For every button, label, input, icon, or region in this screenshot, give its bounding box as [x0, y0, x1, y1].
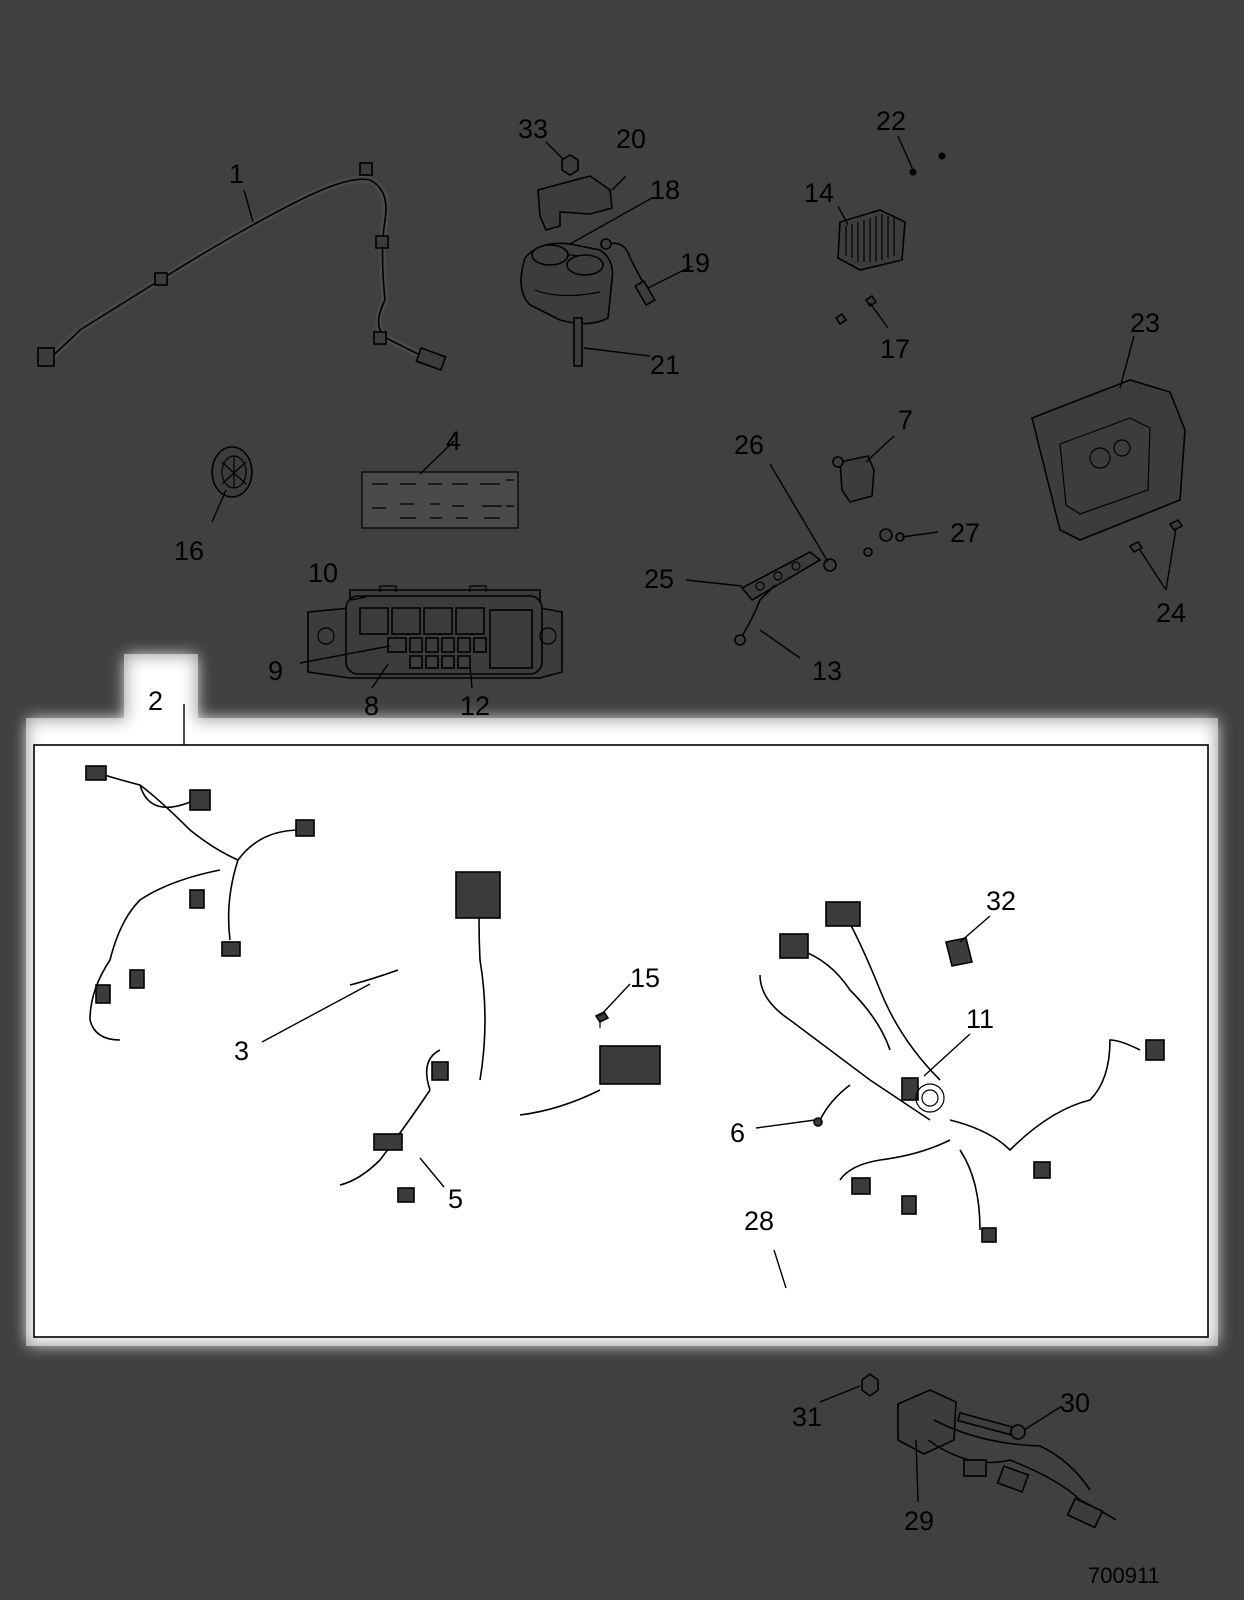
part-22-washers[interactable] — [909, 152, 946, 176]
callout-32: 32 — [986, 886, 1016, 916]
callout-2: 2 — [148, 686, 163, 716]
part-27-fasteners[interactable] — [863, 528, 905, 557]
callout-19: 19 — [680, 248, 710, 278]
part-30-bolt[interactable] — [956, 1411, 1026, 1440]
part-1-sub-harness[interactable] — [37, 162, 447, 372]
part-31-nut[interactable] — [861, 1373, 879, 1397]
callout-9: 9 — [268, 656, 283, 686]
callout-13: 13 — [812, 656, 842, 686]
part-16-grommet[interactable] — [211, 446, 253, 498]
part-3-tie[interactable] — [349, 969, 399, 986]
callout-30: 30 — [1060, 1388, 1090, 1418]
leader-lines — [183, 135, 1177, 1503]
callout-4: 4 — [446, 426, 461, 456]
callout-22: 22 — [876, 106, 906, 136]
part-19-lead[interactable] — [600, 238, 656, 307]
callout-5: 5 — [448, 1184, 463, 1214]
part-23-ecu[interactable] — [1031, 379, 1186, 541]
part-15-screw[interactable] — [594, 1010, 610, 1028]
callout-10: 10 — [308, 558, 338, 588]
part-26-nut[interactable] — [823, 558, 837, 572]
part-9-fuse[interactable] — [387, 637, 407, 653]
callout-1: 1 — [229, 159, 244, 189]
callout-29: 29 — [904, 1506, 934, 1536]
callout-3: 3 — [234, 1036, 249, 1066]
part-4-fuse-label[interactable] — [361, 471, 519, 529]
part-21-bolt[interactable] — [573, 317, 583, 367]
part-33-nut[interactable] — [561, 154, 579, 176]
callout-12: 12 — [460, 691, 490, 721]
callout-16: 16 — [174, 536, 204, 566]
callout-20: 20 — [616, 124, 646, 154]
callout-23: 23 — [1130, 308, 1160, 338]
callout-14: 14 — [804, 178, 834, 208]
part-14-regulator[interactable] — [837, 209, 906, 271]
callout-15: 15 — [630, 963, 660, 993]
part-2-main-harness-frame[interactable] — [33, 744, 1209, 1338]
callout-17: 17 — [880, 334, 910, 364]
callout-27: 27 — [950, 518, 980, 548]
callout-31: 31 — [792, 1402, 822, 1432]
callouts: 1 2 3 4 5 6 7 8 9 10 11 12 13 14 15 16 1… — [148, 106, 1186, 1536]
part-18-ignition-coil[interactable] — [520, 242, 614, 325]
callout-26: 26 — [734, 430, 764, 460]
part-12-fuses[interactable] — [409, 609, 533, 669]
callout-24: 24 — [1156, 598, 1186, 628]
callout-28: 28 — [744, 1206, 774, 1236]
callout-18: 18 — [650, 175, 680, 205]
callout-6: 6 — [730, 1118, 745, 1148]
part-13-ground-wire[interactable] — [734, 584, 776, 646]
figure-id: 700911 — [1088, 1563, 1160, 1588]
part-17-screws[interactable] — [834, 294, 878, 326]
part-2-main-harness[interactable] — [85, 765, 1165, 1296]
part-8-relays[interactable] — [359, 607, 485, 635]
part-7-relay[interactable] — [832, 455, 875, 503]
callout-11: 11 — [966, 1004, 994, 1034]
part-25-terminal-block[interactable] — [740, 551, 822, 602]
part-24-screws[interactable] — [1128, 518, 1184, 554]
part-29-module[interactable] — [897, 1389, 1117, 1529]
callout-8: 8 — [364, 691, 379, 721]
part-32-connector[interactable] — [945, 937, 973, 967]
callout-25: 25 — [644, 564, 674, 594]
callout-21: 21 — [650, 350, 680, 380]
callout-7: 7 — [898, 405, 913, 435]
part-20-bracket[interactable] — [537, 175, 613, 231]
callout-33: 33 — [518, 114, 548, 144]
part-6-ground[interactable] — [813, 1084, 851, 1127]
